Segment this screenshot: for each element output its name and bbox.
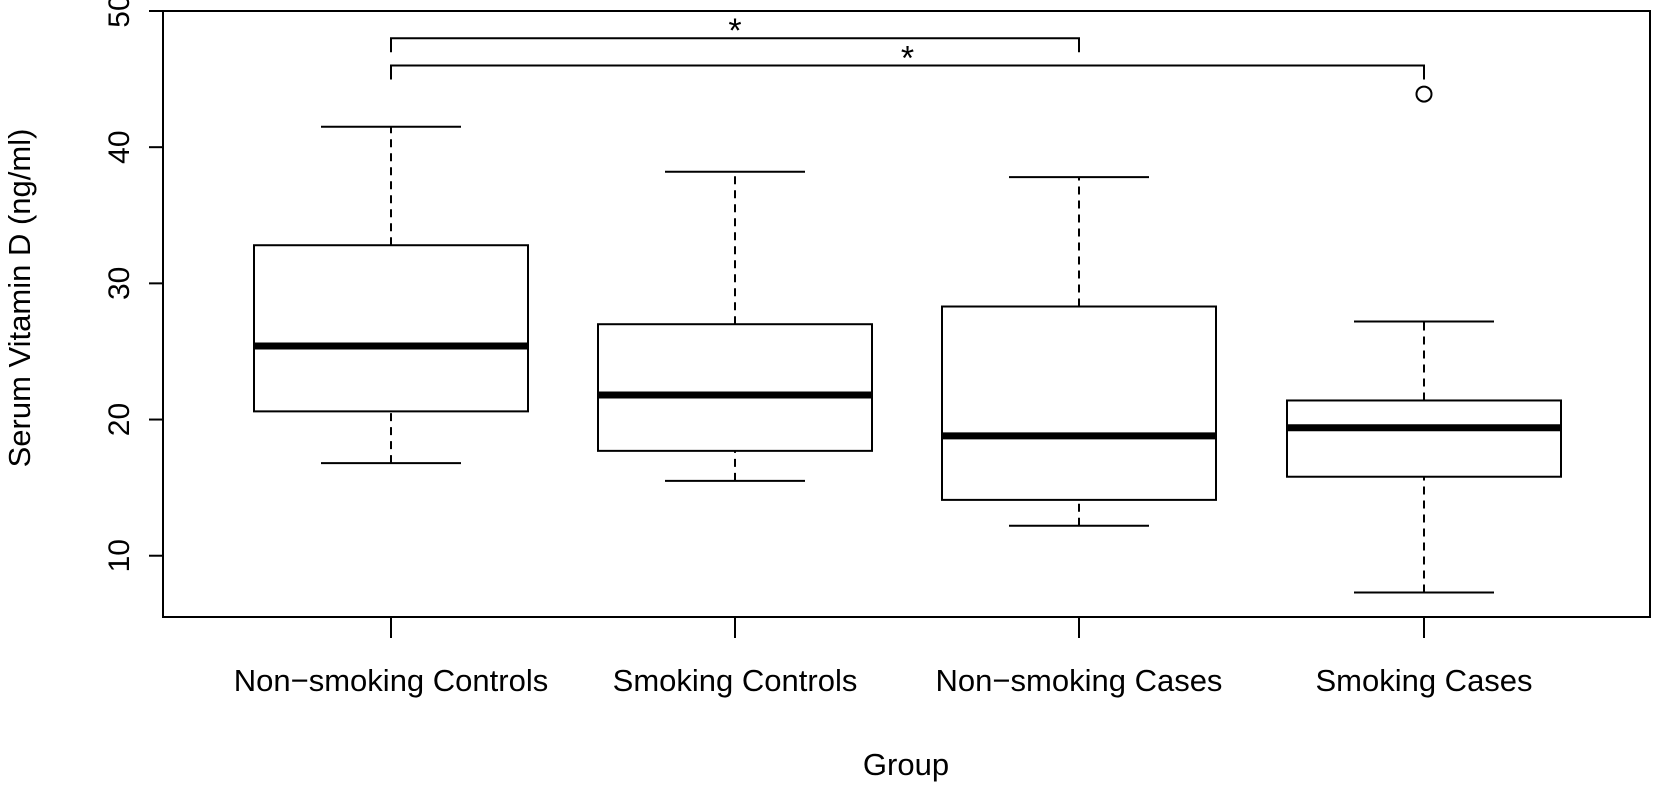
bracket-line (390, 64, 1425, 80)
bracket-line (390, 37, 1080, 53)
x-tick-label-3: Smoking Cases (1315, 663, 1532, 698)
box-group-1 (597, 170, 873, 482)
significance-bracket-0: * (390, 12, 1080, 53)
y-tick-label-30: 30 (103, 267, 136, 300)
significance-bracket-1: * (390, 39, 1425, 80)
y-tick-label-10: 10 (103, 539, 136, 572)
significance-layer: ** (390, 12, 1425, 80)
significance-label: * (901, 39, 914, 77)
y-tick-label-40: 40 (103, 130, 136, 163)
iqr-box (1286, 399, 1562, 478)
box-group-2 (941, 176, 1217, 527)
x-tick-label-1: Smoking Controls (613, 663, 858, 698)
y-tick-label-50: 50 (103, 0, 136, 28)
iqr-box (597, 323, 873, 452)
iqr-box (941, 305, 1217, 501)
x-tick-label-0: Non−smoking Controls (234, 663, 548, 698)
y-axis-title: Serum Vitamin D (ng/ml) (2, 129, 37, 468)
box-group-3 (1286, 85, 1562, 594)
x-axis-title: Group (863, 747, 949, 782)
y-tick-label-20: 20 (103, 403, 136, 436)
iqr-box (253, 244, 529, 413)
box-group-0 (253, 125, 529, 465)
x-tick-label-2: Non−smoking Cases (936, 663, 1223, 698)
plot-frame (162, 10, 1651, 618)
boxes-layer (253, 85, 1562, 594)
outlier-point-0 (1415, 85, 1433, 103)
significance-label: * (728, 12, 741, 50)
